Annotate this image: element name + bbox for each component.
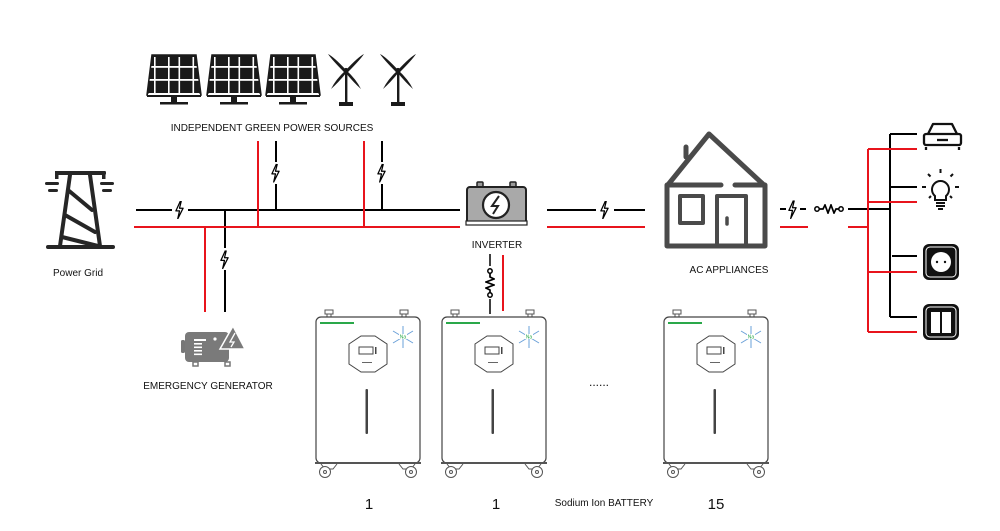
battery-count: 1: [365, 496, 373, 513]
car-icon: [922, 122, 963, 150]
lightning-bolt-icon: [600, 201, 609, 219]
battery-bank: 1 1 ...... 15 Sodium Ion BATTERY: [314, 309, 770, 513]
ac-appliances-house: AC APPLIANCES: [664, 131, 769, 276]
emergency-generator: EMERGENCY GENERATOR: [143, 324, 273, 392]
battery-count: 1: [492, 496, 500, 513]
power-grid: Power Grid: [45, 171, 115, 279]
lightning-bolt-icon: [175, 201, 184, 219]
fuse-icon: [814, 204, 844, 214]
power-grid-label: Power Grid: [53, 268, 103, 279]
light-switch-icon: [923, 304, 959, 340]
wind-turbine-icon: [328, 54, 364, 106]
green-power-sources: INDEPENDENT GREEN POWER SOURCES: [146, 54, 416, 134]
lightning-bolt-icon: [271, 163, 280, 183]
sodium-battery-icon: [314, 309, 422, 479]
sodium-battery-icon: [440, 309, 548, 479]
battery-unit: 1: [440, 309, 548, 513]
battery-unit: 15: [662, 309, 770, 513]
dc-wiring: [134, 141, 917, 333]
inverter-icon: [465, 181, 528, 226]
battery-unit: 1: [314, 309, 422, 513]
house-icon: [664, 131, 768, 249]
power-socket-icon: [923, 244, 959, 280]
lightning-bolt-icon: [377, 163, 386, 183]
solar-panel-icon: [146, 54, 202, 106]
generator-icon: [181, 324, 247, 367]
wind-turbine-icon: [380, 54, 416, 106]
ac-appliances-label: AC APPLIANCES: [690, 265, 769, 276]
generator-label: EMERGENCY GENERATOR: [143, 381, 272, 392]
inverter: INVERTER: [465, 181, 528, 251]
lightning-bolt-icon: [220, 250, 229, 269]
inverter-label: INVERTER: [472, 240, 522, 251]
battery-ellipsis: ......: [589, 375, 609, 389]
sodium-battery-icon: [662, 309, 770, 479]
appliance-list: [922, 122, 963, 340]
fuse-icon: [485, 268, 495, 298]
solar-panel-icon: [206, 54, 262, 106]
battery-count: 15: [708, 496, 725, 513]
ac-wiring: [136, 133, 917, 318]
lightning-bolt-icon: [788, 200, 797, 219]
light-bulb-icon: [922, 169, 959, 210]
transmission-tower-icon: [45, 171, 115, 249]
solar-panel-icon: [265, 54, 321, 106]
green-sources-label: INDEPENDENT GREEN POWER SOURCES: [171, 123, 374, 134]
battery-label: Sodium Ion BATTERY: [555, 498, 654, 509]
